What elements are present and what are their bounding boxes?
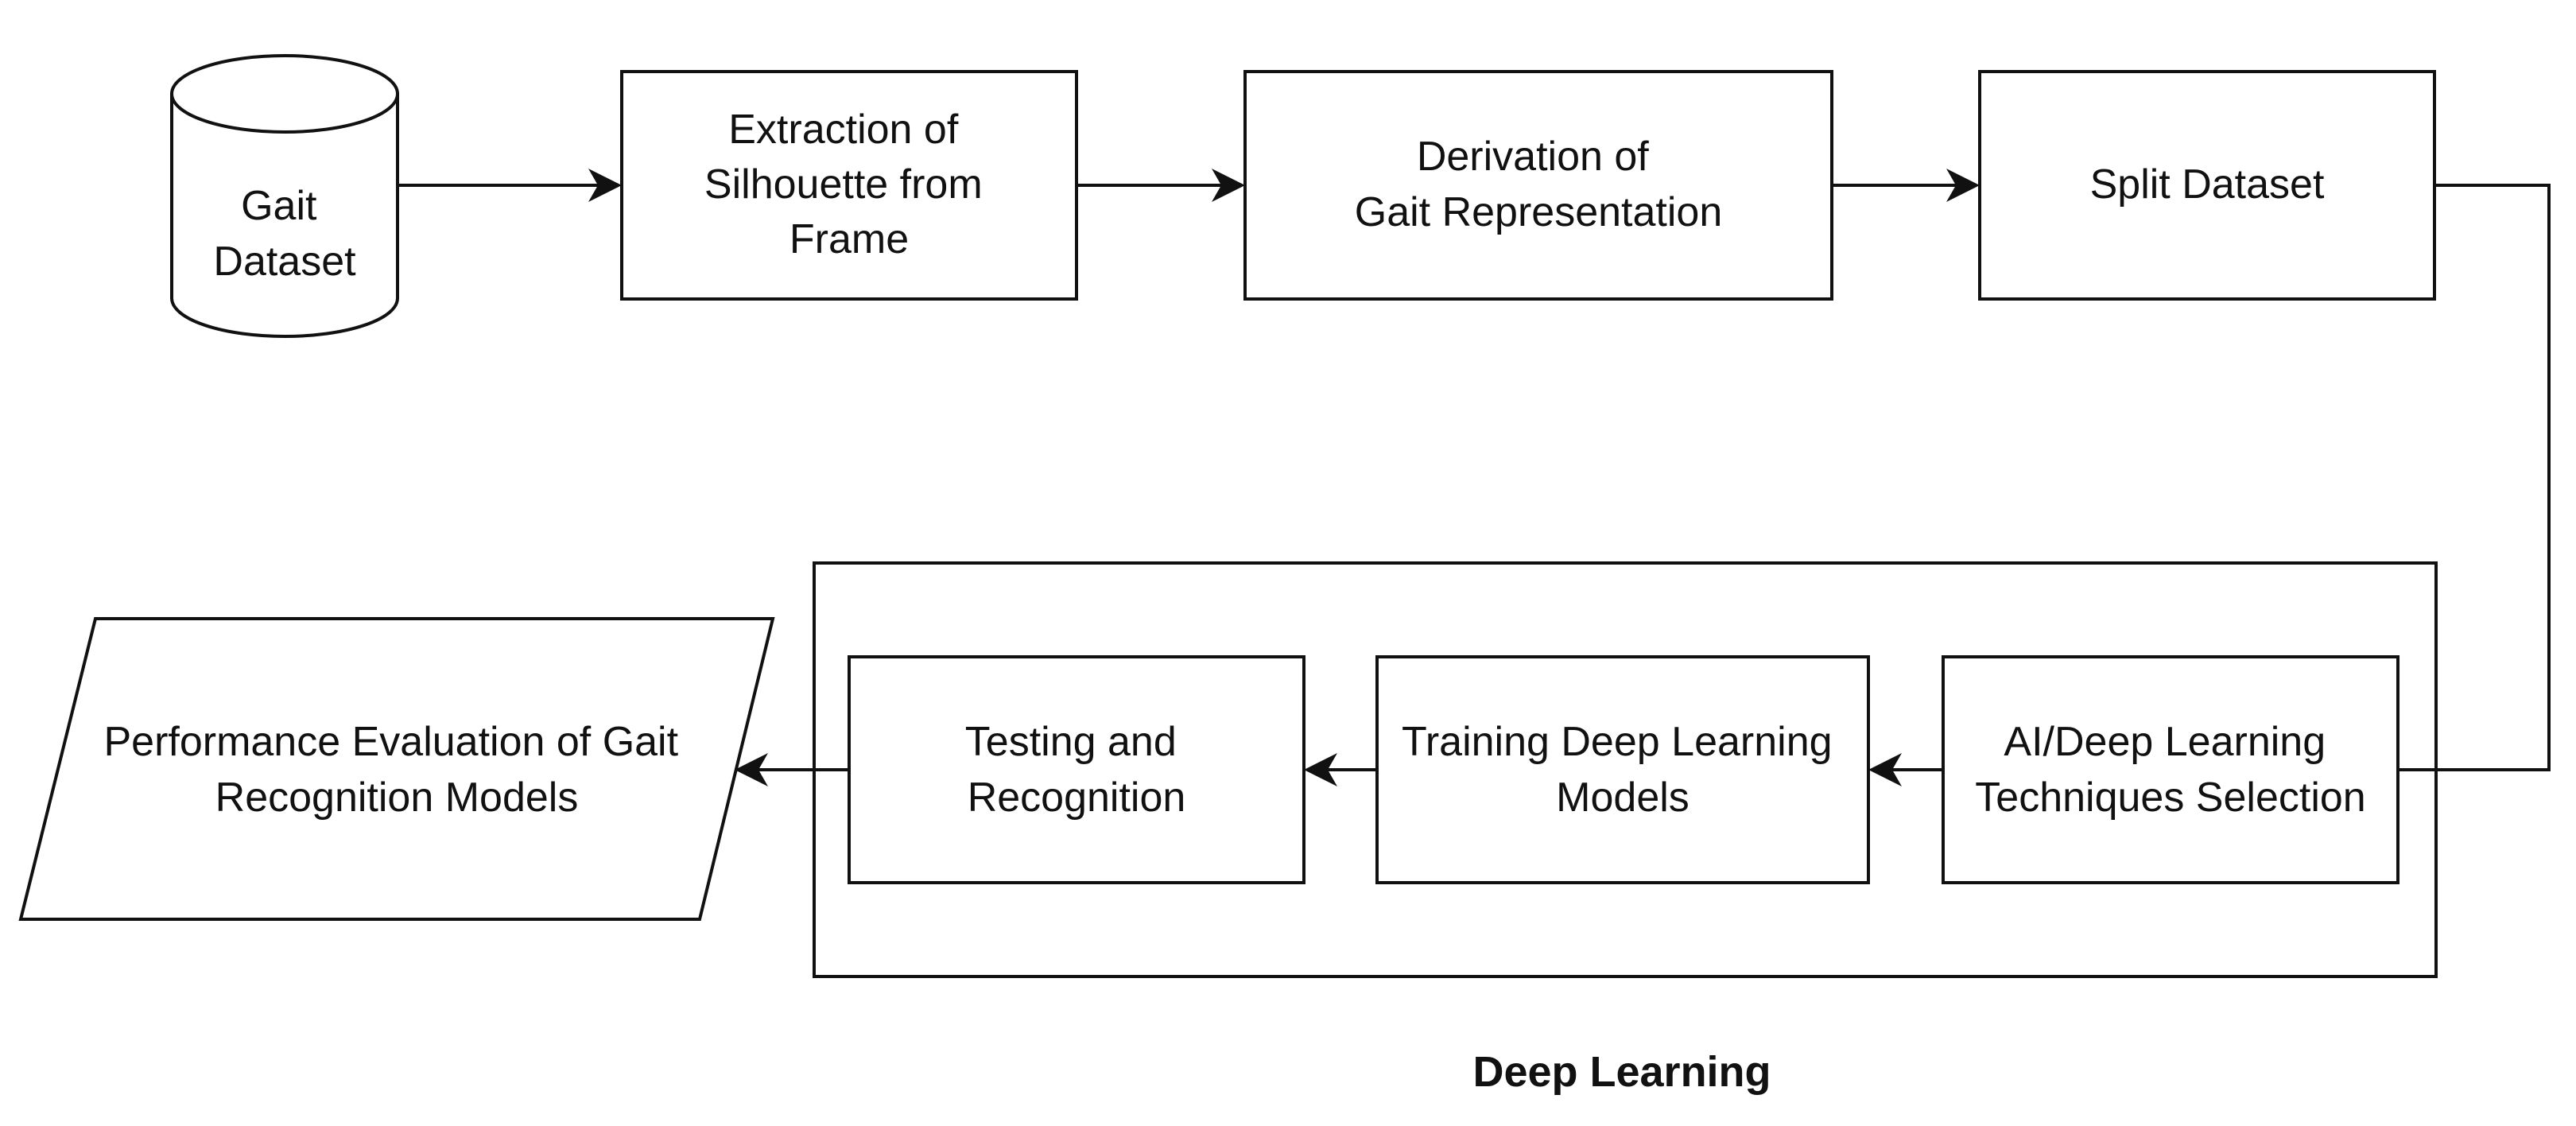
evaluation-label: Performance Evaluation of Gait Recogniti… — [103, 719, 689, 821]
extraction-node: Extraction of Silhouette from Frame — [620, 70, 1078, 301]
extraction-label-line-3: Frame — [789, 216, 909, 262]
arrowhead-extraction — [588, 169, 622, 202]
derivation-node: Derivation of Gait Representation — [1243, 70, 1833, 301]
evaluation-parallelogram — [18, 617, 775, 921]
split-dataset-node: Split Dataset — [1978, 70, 2436, 301]
testing-label-line-1: Testing and — [965, 719, 1177, 765]
training-node: Training Deep Learning Models — [1375, 655, 1870, 884]
gait-dataset-label: Gait Dataset — [213, 183, 356, 285]
edge-split-to-ai-selection — [2398, 184, 2551, 771]
derivation-box — [1243, 70, 1833, 301]
training-label-line-2: Models — [1556, 775, 1690, 821]
testing-label-line-2: Recognition — [968, 775, 1186, 821]
ai-selection-label-line-1: AI/Deep Learning — [2004, 719, 2326, 765]
training-label: Training Deep Learning Models — [1402, 719, 1844, 821]
derivation-label-line-2: Gait Representation — [1355, 189, 1723, 235]
arrowhead-derivation — [1212, 169, 1245, 202]
derivation-label: Derivation of Gait Representation — [1355, 134, 1723, 235]
deep-learning-group-caption: Deep Learning — [1472, 1048, 1771, 1096]
arrowhead-split — [1946, 169, 1980, 202]
ai-selection-label: AI/Deep Learning Techniques Selection — [1975, 719, 2365, 821]
testing-node: Testing and Recognition — [848, 655, 1305, 884]
arrowhead-training — [1868, 753, 1902, 786]
extraction-label-line-2: Silhouette from — [704, 161, 983, 208]
training-box — [1375, 655, 1870, 884]
evaluation-label-line-1: Performance Evaluation of Gait — [103, 719, 678, 765]
derivation-label-line-1: Derivation of — [1417, 134, 1649, 180]
arrowhead-testing — [1304, 753, 1337, 786]
extraction-label: Extraction of Silhouette from Frame — [704, 107, 994, 262]
extraction-label-line-1: Extraction of — [728, 107, 959, 153]
evaluation-node: Performance Evaluation of Gait Recogniti… — [18, 617, 775, 921]
split-dataset-box — [1978, 70, 2436, 301]
training-label-line-1: Training Deep Learning — [1402, 719, 1833, 765]
split-dataset-label: Split Dataset — [2090, 161, 2325, 208]
testing-box — [848, 655, 1305, 884]
ai-selection-label-line-2: Techniques Selection — [1975, 775, 2365, 821]
arrowhead-evaluation — [735, 753, 768, 786]
gait-dataset-label-line-1: Gait — [241, 183, 317, 229]
gait-dataset-cylinder-body — [170, 94, 399, 338]
split-dataset-label-line-1: Split Dataset — [2090, 161, 2325, 208]
gait-dataset-node: Gait Dataset — [170, 54, 399, 338]
evaluation-label-line-2: Recognition Models — [215, 775, 579, 821]
gait-dataset-cylinder-top — [170, 54, 399, 134]
ai-selection-box — [1942, 655, 2399, 884]
ai-selection-node: AI/Deep Learning Techniques Selection — [1942, 655, 2399, 884]
testing-label: Testing and Recognition — [965, 719, 1188, 821]
gait-dataset-label-line-2: Dataset — [213, 239, 356, 285]
extraction-box — [620, 70, 1078, 301]
